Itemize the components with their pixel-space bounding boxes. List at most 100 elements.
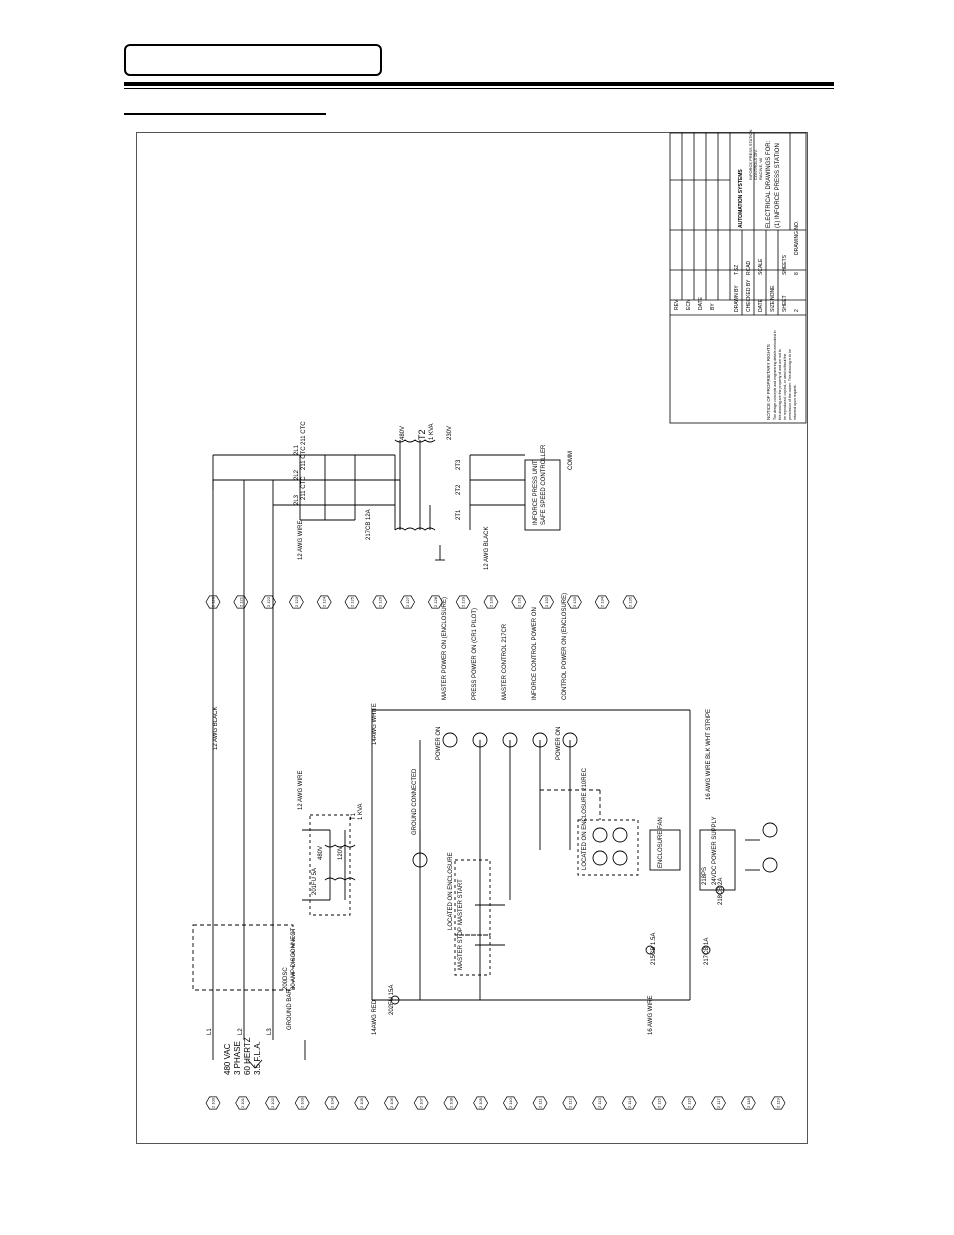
line-number-marker: 2 133 [566,595,582,609]
notice-line-1: this drawing are the property of and are… [778,349,782,420]
line-number-marker: 2 108 [443,1096,459,1110]
line-number-text: 2 123 [294,596,299,607]
line-number-text: 2 128 [433,596,438,607]
tb-sheet: SHEET [782,295,788,312]
line-number-text: 2 105 [359,1097,364,1108]
dev-power-on-2: POWER ON [556,727,562,760]
dev-master-control: MASTER CONTROL 217CR [502,623,508,700]
tb-checked-val: RCAD [746,260,752,275]
dev-inforce-sub: SAFE SPEED CONTROLLER [541,444,547,525]
line-number-text: 2 101 [240,1097,245,1108]
load-2l2: 2L2 [294,469,300,480]
notice-line-4: returned upon request. [793,385,797,420]
line-number-marker: 2 116 [681,1096,697,1110]
dev-master-power: MASTER POWER ON (ENCLOSURE) [442,597,448,700]
tb-desc-title: ELECTRICAL DRAWINGS FOR: [766,140,772,228]
contactor-1: 211 CTC [301,476,307,500]
line-number-marker: 2 135 [622,595,638,609]
wire-14-red: 14AWG RED [372,999,378,1035]
line-number-marker: 2 122 [261,595,277,609]
line-number-text: 2 103 [300,1097,305,1108]
section-underline [124,113,326,115]
line-number-text: 2 115 [657,1098,662,1108]
load-2l1: 2L1 [294,444,300,455]
motor-2t1: 2T1 [456,509,462,520]
line-number-text: 2 134 [600,596,605,607]
line-number-marker: 2 128 [427,595,443,609]
tb-sheets: SHEETS [782,254,788,275]
header-title-box [124,44,382,76]
fuse-202: 202FU 15A [389,985,395,1015]
title-block [669,132,807,424]
wire-14-white: 14AWG WHITE [372,703,378,745]
disconnect-label: 200DSC [283,967,289,990]
motor-2t3: 2T3 [456,459,462,470]
phase-l2: L2 [238,1028,244,1035]
line-number-marker: 2 100 [205,1096,221,1110]
supply-line-1: 3 PHASE [233,1041,242,1075]
line-number-marker: 2 101 [235,1096,251,1110]
line-number-marker: 2 112 [562,1096,578,1110]
line-number-marker: 2 118 [740,1096,756,1110]
drawing-sheet [136,132,808,1144]
t1-label: T1 [351,812,357,820]
line-number-text: 2 130 [489,596,494,607]
line-number-text: 2 117 [716,1098,721,1108]
phase-l3: L3 [267,1028,273,1035]
load-2l3: 2L3 [294,494,300,505]
dev-enc-fan: ENCLOSURE FAN [658,817,664,868]
line-number-text: 2 119 [776,1098,781,1108]
tb-scale: SCALE [758,258,764,275]
supply-line-2: 60 HERTZ [243,1037,252,1075]
schematic-labels: 480 VAC 3 PHASE 60 HERTZ 3.5 F.L.A. L1 L… [207,421,724,1075]
notice-line-0: The design concepts and engineering deta… [773,330,777,420]
line-number-text: 2 116 [686,1098,691,1108]
dev-ps-label: 218PS [702,867,708,885]
line-number-marker: 2 125 [344,595,360,609]
tb-scale-val: NONE [770,285,776,300]
line-number-marker: 2 102 [265,1096,280,1110]
line-number-marker: 2 126 [372,595,388,609]
t1-pri: 480V [318,846,324,860]
line-number-marker: 2 109 [473,1096,489,1110]
line-number-text: 2 107 [419,1097,424,1108]
line-number-marker: 2 114 [621,1096,637,1110]
dev-located: LOCATED ON ENCLOSURE [448,852,454,930]
tb-by: BY [710,303,716,310]
wire-12-awg-right: 12 AWG WIRE [298,521,304,560]
ground-bar-label: GROUND BAR [287,989,293,1030]
line-number-text: 2 126 [377,596,382,607]
tb-date: DATE [698,296,704,310]
t1-sec: 120V [338,846,344,860]
line-number-text: 2 122 [266,596,271,607]
line-number-text: 2 121 [238,596,243,607]
t2-label: T2 [417,429,427,440]
wire-12-awg: 12 AWG WIRE [298,771,304,810]
tb-addr-0: INFORCE PRESS STATION [748,129,753,180]
line-number-marker: 2 107 [413,1096,429,1110]
notice-line-3: permission of the owner. This drawing is… [788,349,792,420]
t2-pri: 480V [400,426,406,440]
fuse-217b: 217CB 1A [704,938,710,965]
dev-inforce-control: INFORCE CONTROL POWER ON [532,607,538,700]
tb-ecn: ECN [686,299,692,310]
tb-rev: REV [674,299,680,310]
line-number-marker: 2 127 [400,595,416,609]
line-number-marker: 2 111 [532,1096,548,1110]
tb-addr-1: CONTROLS DIV. [753,149,758,180]
line-number-marker: 2 104 [324,1096,340,1110]
notice-line-2: be reproduced, copied, or used without t… [783,354,787,420]
line-number-marker: 2 131 [511,595,527,609]
dev-press-power: PRESS POWER ON (CR1 PILOT) [472,608,478,700]
line-number-text: 2 129 [461,596,466,607]
line-number-marker: 2 105 [354,1096,370,1110]
supply-line-3: 3.5 F.L.A. [253,1041,262,1075]
dev-receptacle: LOCATED ON ENCLOSURE 210REC [582,767,588,870]
line-number-text: 2 114 [627,1098,632,1108]
tb-sheet-val: 2 [794,309,800,312]
line-number-text: 2 132 [544,596,549,607]
disconnect-sub: 30 AMP DISCONNECT [291,927,297,990]
dev-ground-connected: GROUND CONNECTED [412,768,418,835]
left-circuit-wiring [192,454,778,1069]
